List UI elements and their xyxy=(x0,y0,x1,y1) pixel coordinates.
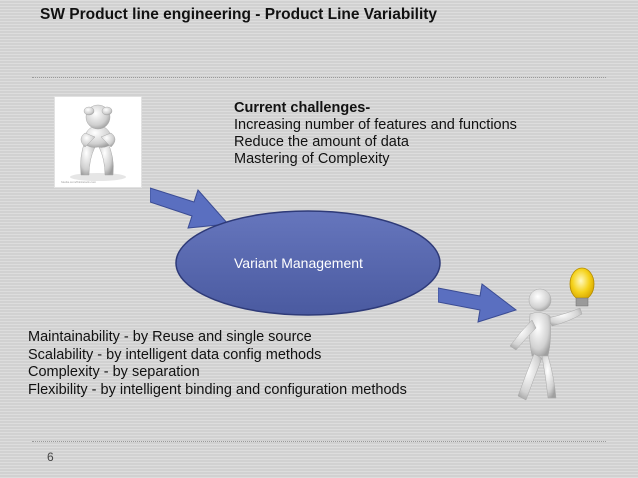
slide-title: SW Product line engineering - Product Li… xyxy=(40,6,438,23)
bottom-divider xyxy=(32,441,606,442)
challenge-item: Reduce the amount of data xyxy=(234,134,409,150)
challenge-item: Increasing number of features and functi… xyxy=(234,117,517,133)
thinking-person-icon xyxy=(70,104,126,181)
benefit-item: Complexity - by separation xyxy=(28,364,200,380)
slide-number: 6 xyxy=(47,450,54,464)
arrow-to-figure-icon xyxy=(438,283,518,323)
benefit-item: Scalability - by intelligent data config… xyxy=(28,346,322,363)
challenges-heading: Current challenges- xyxy=(234,100,371,116)
challenge-item: Mastering of Complexity xyxy=(234,151,390,167)
arrow-to-ellipse-icon xyxy=(150,187,230,229)
variant-management-label: Variant Management xyxy=(234,255,363,271)
thinking-person-image: fotolia.com/thinkstock.com xyxy=(54,96,142,188)
top-divider xyxy=(32,77,606,78)
photo-caption: fotolia.com/thinkstock.com xyxy=(61,180,97,184)
benefit-item: Maintainability - by Reuse and single so… xyxy=(28,329,312,345)
challenges-block: Current challenges- Increasing number of… xyxy=(234,100,517,168)
benefit-item: Flexibility - by intelligent binding and… xyxy=(28,381,407,398)
idea-person-icon xyxy=(509,267,595,401)
variant-management-ellipse xyxy=(175,210,441,316)
benefits-block: Maintainability - by Reuse and single so… xyxy=(28,329,407,399)
